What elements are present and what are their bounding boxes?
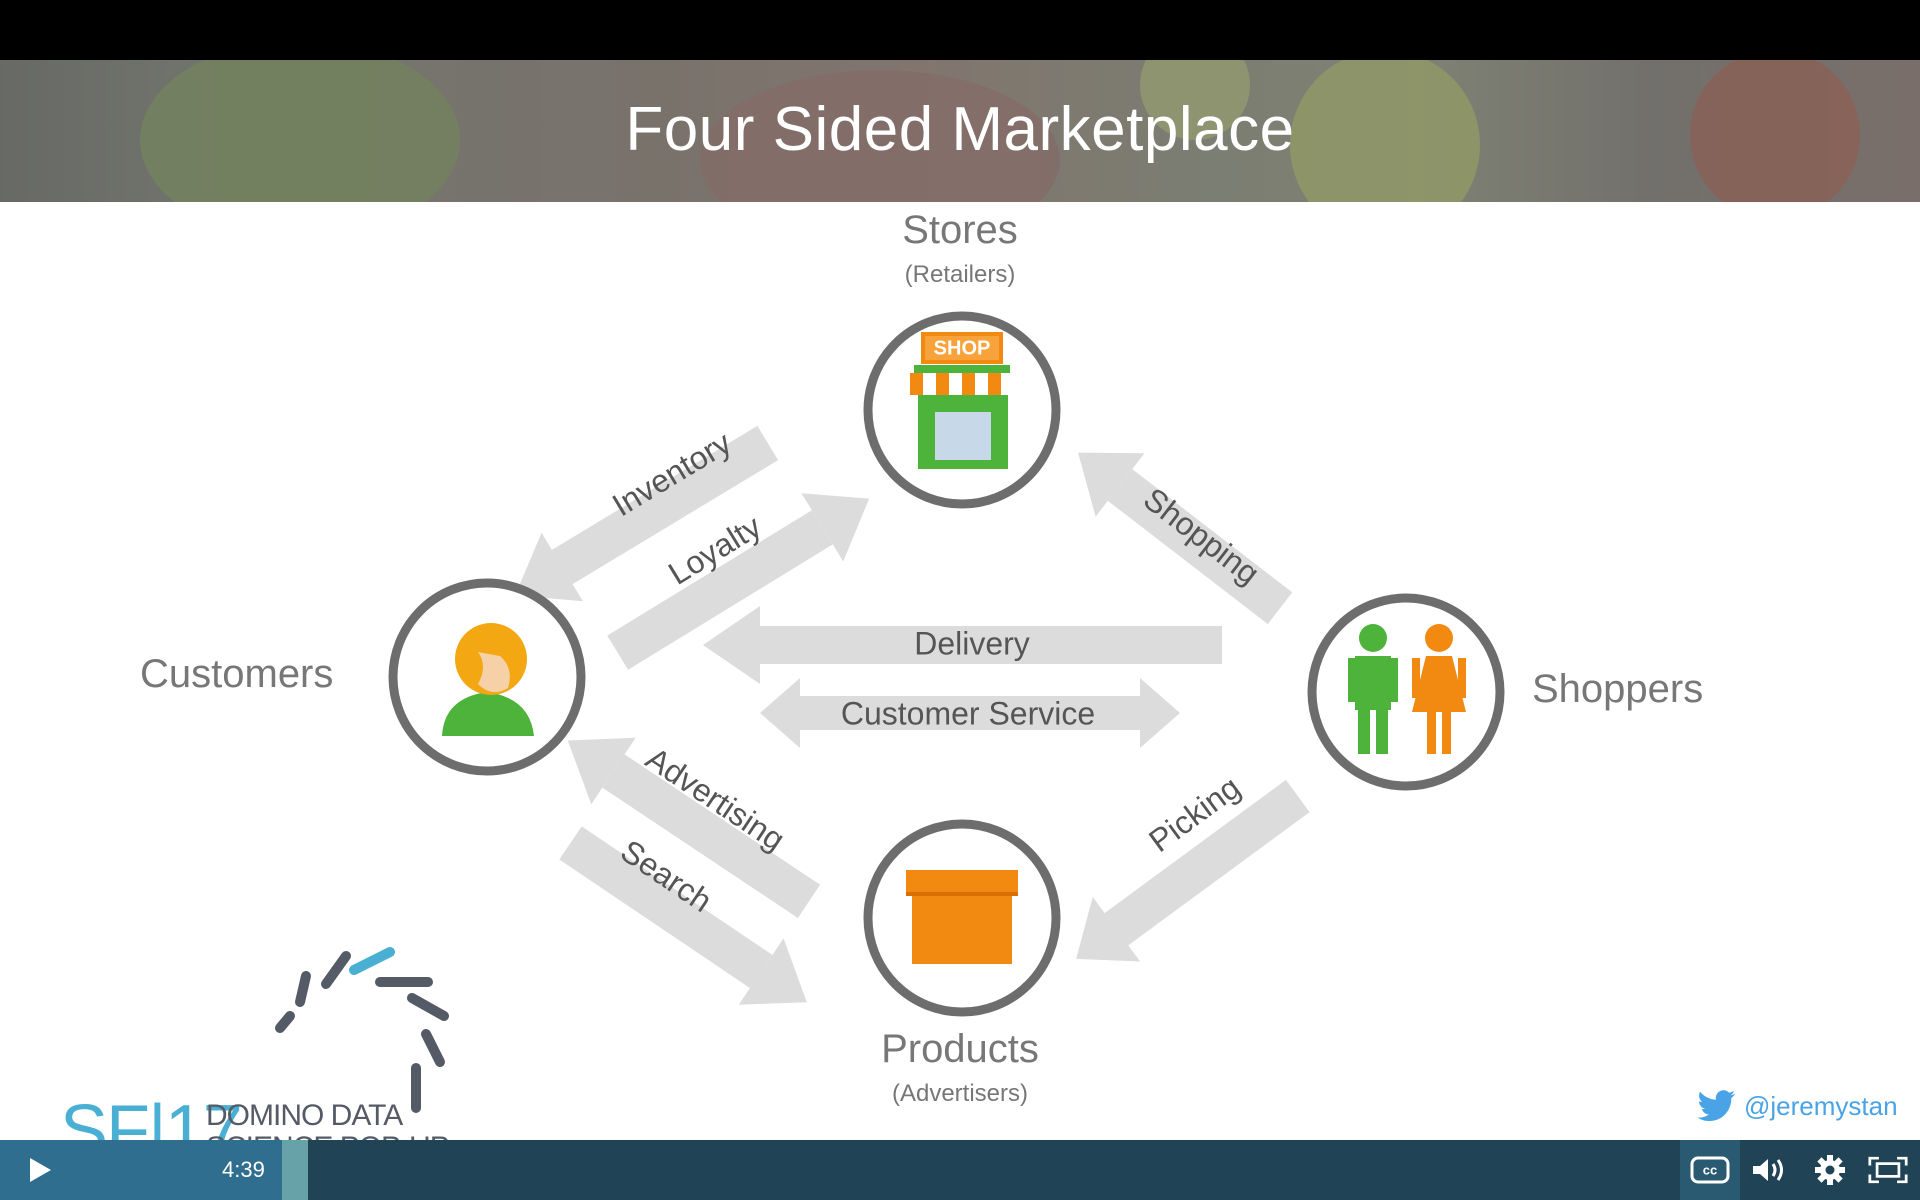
volume-button[interactable]: [1748, 1154, 1788, 1186]
cc-button-bg: [1680, 1140, 1740, 1200]
settings-button[interactable]: [1810, 1154, 1850, 1186]
logo-sf17: SF|17: [60, 1091, 243, 1140]
products-label: Products: [881, 1027, 1039, 1071]
cc-icon: cc: [1690, 1156, 1730, 1184]
logo-line2: SCIENCE POP-UP: [206, 1132, 450, 1141]
progress-buffered[interactable]: [282, 1140, 308, 1200]
progress-played[interactable]: [80, 1140, 282, 1200]
twitter-handle: @jeremystan: [1698, 1086, 1898, 1126]
products-title: Products (Advertisers): [860, 1027, 1060, 1108]
play-icon: [30, 1158, 51, 1182]
cc-button[interactable]: cc: [1690, 1154, 1730, 1186]
loyalty-arrow: [607, 493, 870, 670]
current-time: 4:39: [222, 1157, 265, 1182]
logo-line1: DOMINO DATA: [206, 1099, 403, 1132]
play-button[interactable]: [0, 1140, 80, 1200]
stores-sublabel: (Retailers): [904, 261, 1016, 288]
customer-service-label: Customer Service: [841, 695, 1095, 731]
fullscreen-button[interactable]: [1868, 1154, 1908, 1186]
delivery-arrow: [703, 606, 1222, 684]
delivery-label: Delivery: [914, 625, 1030, 661]
twitter-handle-text: @jeremystan: [1744, 1090, 1898, 1121]
shoppers-node: [1307, 593, 1505, 791]
shoppers-title: Shoppers: [1532, 667, 1772, 712]
products-node: [863, 819, 1061, 1017]
customer-icon: [442, 623, 534, 736]
video-slide: Four Sided Marketplace: [0, 60, 1920, 1140]
fullscreen-icon: [1868, 1156, 1908, 1184]
customers-label: Customers: [140, 652, 334, 696]
customers-title: Customers: [140, 652, 380, 697]
stores-label: Stores: [902, 208, 1018, 252]
stores-title: Stores (Retailers): [860, 208, 1060, 289]
event-logo: SF|17 DOMINO DATA SCIENCE POP-UP: [60, 940, 480, 1140]
slide-title: Four Sided Marketplace: [625, 95, 1295, 164]
inventory-arrow: [515, 425, 779, 602]
advertising-arrow: [567, 737, 821, 918]
arrows: [515, 425, 1310, 1005]
picking-arrow: [1076, 779, 1310, 962]
video-controls: 4:39 cc: [0, 1140, 1920, 1200]
search-arrow: [559, 826, 807, 1005]
letterbox-top: [0, 0, 1920, 60]
customers-node: [388, 578, 586, 776]
twitter-bird-icon: [1698, 1090, 1736, 1121]
box-icon: [906, 870, 1018, 964]
shop-sign-text: SHOP: [934, 337, 991, 359]
shopping-arrow: [1078, 452, 1293, 625]
logo-mark: [275, 947, 449, 1113]
title-banner: Four Sided Marketplace: [0, 60, 1920, 202]
customer-service-arrow: [760, 678, 1180, 748]
marketplace-diagram: Inventory Loyalty Shopping Delivery Cust…: [388, 311, 1505, 1017]
shop-icon: SHOP: [910, 332, 1014, 469]
shoppers-icon: [1348, 624, 1466, 754]
shoppers-label: Shoppers: [1532, 667, 1704, 711]
products-sublabel: (Advertisers): [891, 1080, 1029, 1107]
progress-bar-track[interactable]: [308, 1140, 1680, 1200]
svg-text:cc: cc: [1703, 1162, 1717, 1177]
volume-icon: [1753, 1159, 1783, 1181]
logo-domino: DOMINO DATA SCIENCE POP-UP: [206, 1099, 450, 1141]
stores-node: SHOP: [863, 311, 1061, 509]
settings-icon: [1815, 1155, 1845, 1185]
